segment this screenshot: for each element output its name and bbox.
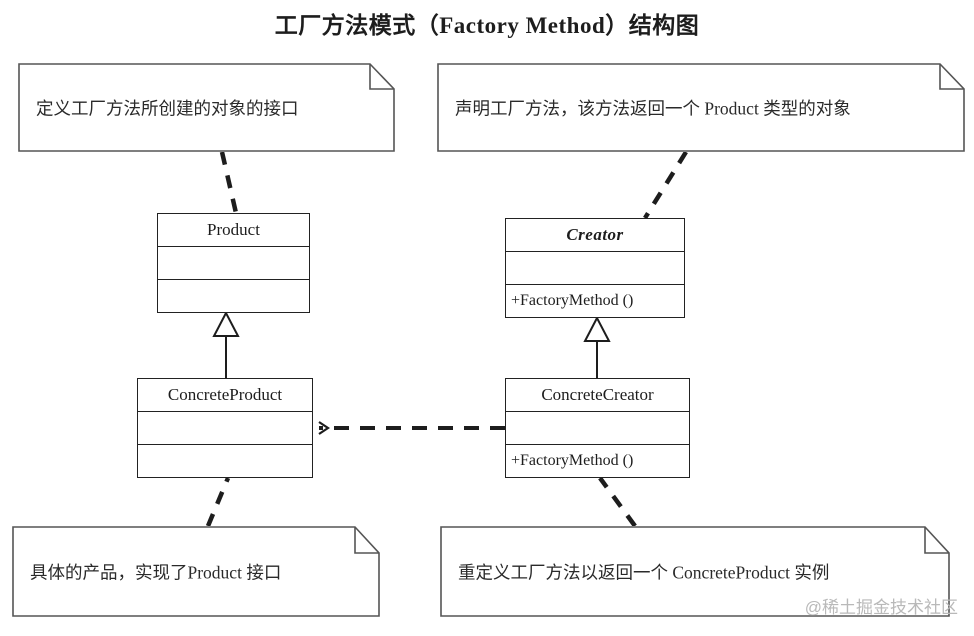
note-anchor-product	[219, 151, 239, 214]
note-anchor-concrete-creator	[598, 476, 637, 528]
class-operations-compartment: +FactoryMethod ()	[506, 285, 684, 317]
note-text: 定义工厂方法所创建的对象的接口	[36, 98, 299, 118]
note-text: 重定义工厂方法以返回一个 ConcreteProduct 实例	[458, 562, 830, 582]
note-anchor-concrete-product	[205, 477, 231, 527]
class-attributes-compartment	[158, 247, 309, 280]
note-text: 具体的产品，实现了Product 接口	[30, 562, 282, 582]
class-attributes-compartment	[506, 252, 684, 285]
class-operations-compartment: +FactoryMethod ()	[506, 445, 689, 477]
page-title: 工厂方法模式（Factory Method）结构图	[274, 13, 700, 38]
note-shape	[12, 526, 380, 617]
class-name-compartment: Creator	[506, 219, 684, 252]
class-name: Product	[207, 220, 260, 239]
note-shape	[18, 63, 395, 152]
class-name-compartment: ConcreteCreator	[506, 379, 689, 412]
class-name-compartment: ConcreteProduct	[138, 379, 312, 412]
note-concrete-creator: 重定义工厂方法以返回一个 ConcreteProduct 实例	[440, 526, 950, 617]
note-shape	[440, 526, 950, 617]
note-concrete-product: 具体的产品，实现了Product 接口	[12, 526, 380, 617]
class-concrete-creator[interactable]: ConcreteCreator +FactoryMethod ()	[505, 378, 690, 478]
watermark: @稀土掘金技术社区	[804, 598, 958, 617]
class-creator[interactable]: Creator +FactoryMethod ()	[505, 218, 685, 318]
class-name: ConcreteCreator	[541, 385, 654, 404]
class-operations-compartment	[138, 445, 312, 477]
generalization-creator	[583, 315, 611, 378]
class-product[interactable]: Product	[157, 213, 310, 313]
class-attributes-compartment	[506, 412, 689, 445]
note-text: 声明工厂方法，该方法返回一个 Product 类型的对象	[455, 98, 851, 118]
note-product: 定义工厂方法所创建的对象的接口	[18, 63, 395, 152]
note-anchor-creator	[643, 150, 688, 220]
class-operations-compartment	[158, 280, 309, 312]
class-operations: +FactoryMethod ()	[511, 292, 634, 309]
class-operations: +FactoryMethod ()	[511, 452, 634, 469]
class-attributes-compartment	[138, 412, 312, 445]
class-name-compartment: Product	[158, 214, 309, 247]
note-shape	[437, 63, 965, 152]
class-name: Creator	[566, 225, 624, 244]
generalization-product	[212, 310, 240, 378]
note-creator: 声明工厂方法，该方法返回一个 Product 类型的对象	[437, 63, 965, 152]
class-concrete-product[interactable]: ConcreteProduct	[137, 378, 313, 478]
class-name: ConcreteProduct	[167, 385, 283, 404]
